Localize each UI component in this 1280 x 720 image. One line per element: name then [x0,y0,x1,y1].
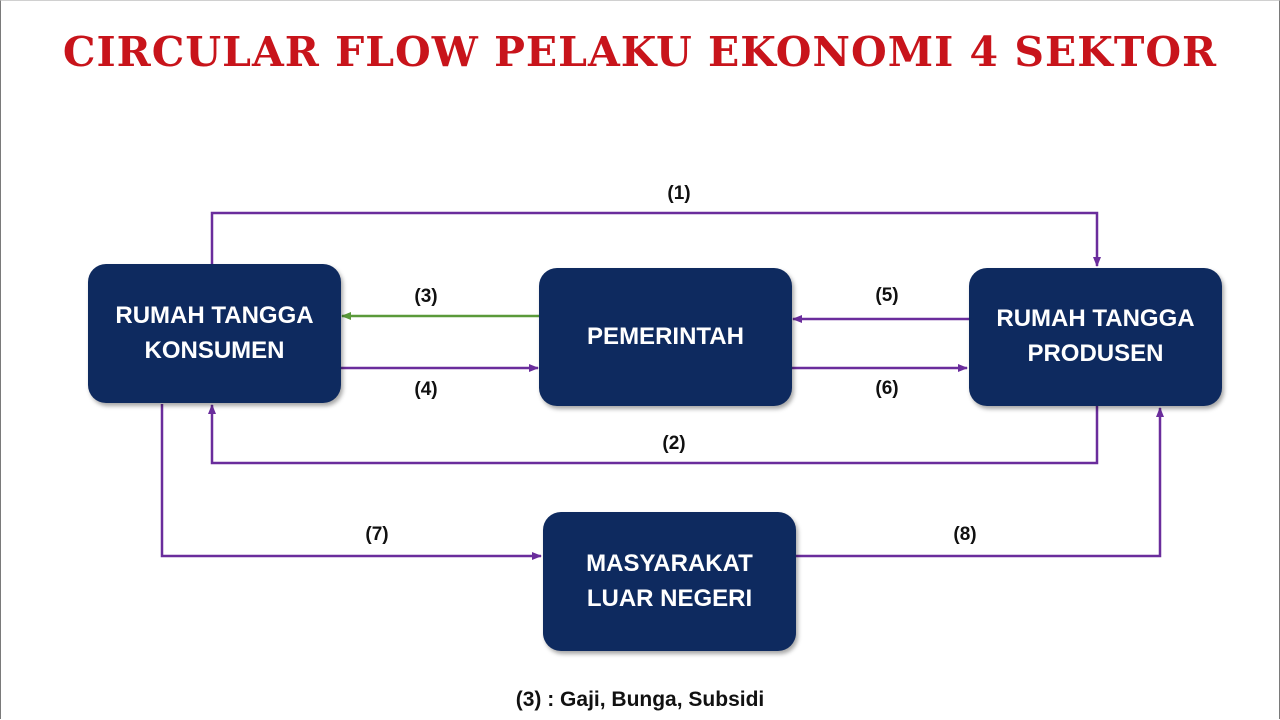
flow-arrow-8 [795,407,1164,558]
flow-label-1: (1) [667,183,691,204]
flow-arrow-2 [208,404,1099,465]
flow-label-5: (5) [875,285,899,306]
node-rumah-tangga-konsumen: RUMAH TANGGA KONSUMEN [88,264,341,403]
flow-label-2: (2) [662,433,686,454]
legend-note: (3) : Gaji, Bunga, Subsidi [515,688,765,711]
flow-label-7: (7) [365,524,389,545]
flow-label-8: (8) [953,524,977,545]
flow-label-4: (4) [414,379,438,400]
node-rumah-tangga-produsen: RUMAH TANGGA PRODUSEN [969,268,1222,406]
flow-label-3: (3) [414,286,438,307]
node-masyarakat-luar-negeri: MASYARAKAT LUAR NEGERI [543,512,796,651]
diagram-title: CIRCULAR FLOW PELAKU EKONOMI 4 SEKTOR [62,28,1218,76]
node-pemerintah: PEMERINTAH [539,268,792,406]
flow-label-6: (6) [875,378,899,399]
flow-arrow-7 [160,404,542,560]
flow-arrow-1 [210,211,1101,267]
